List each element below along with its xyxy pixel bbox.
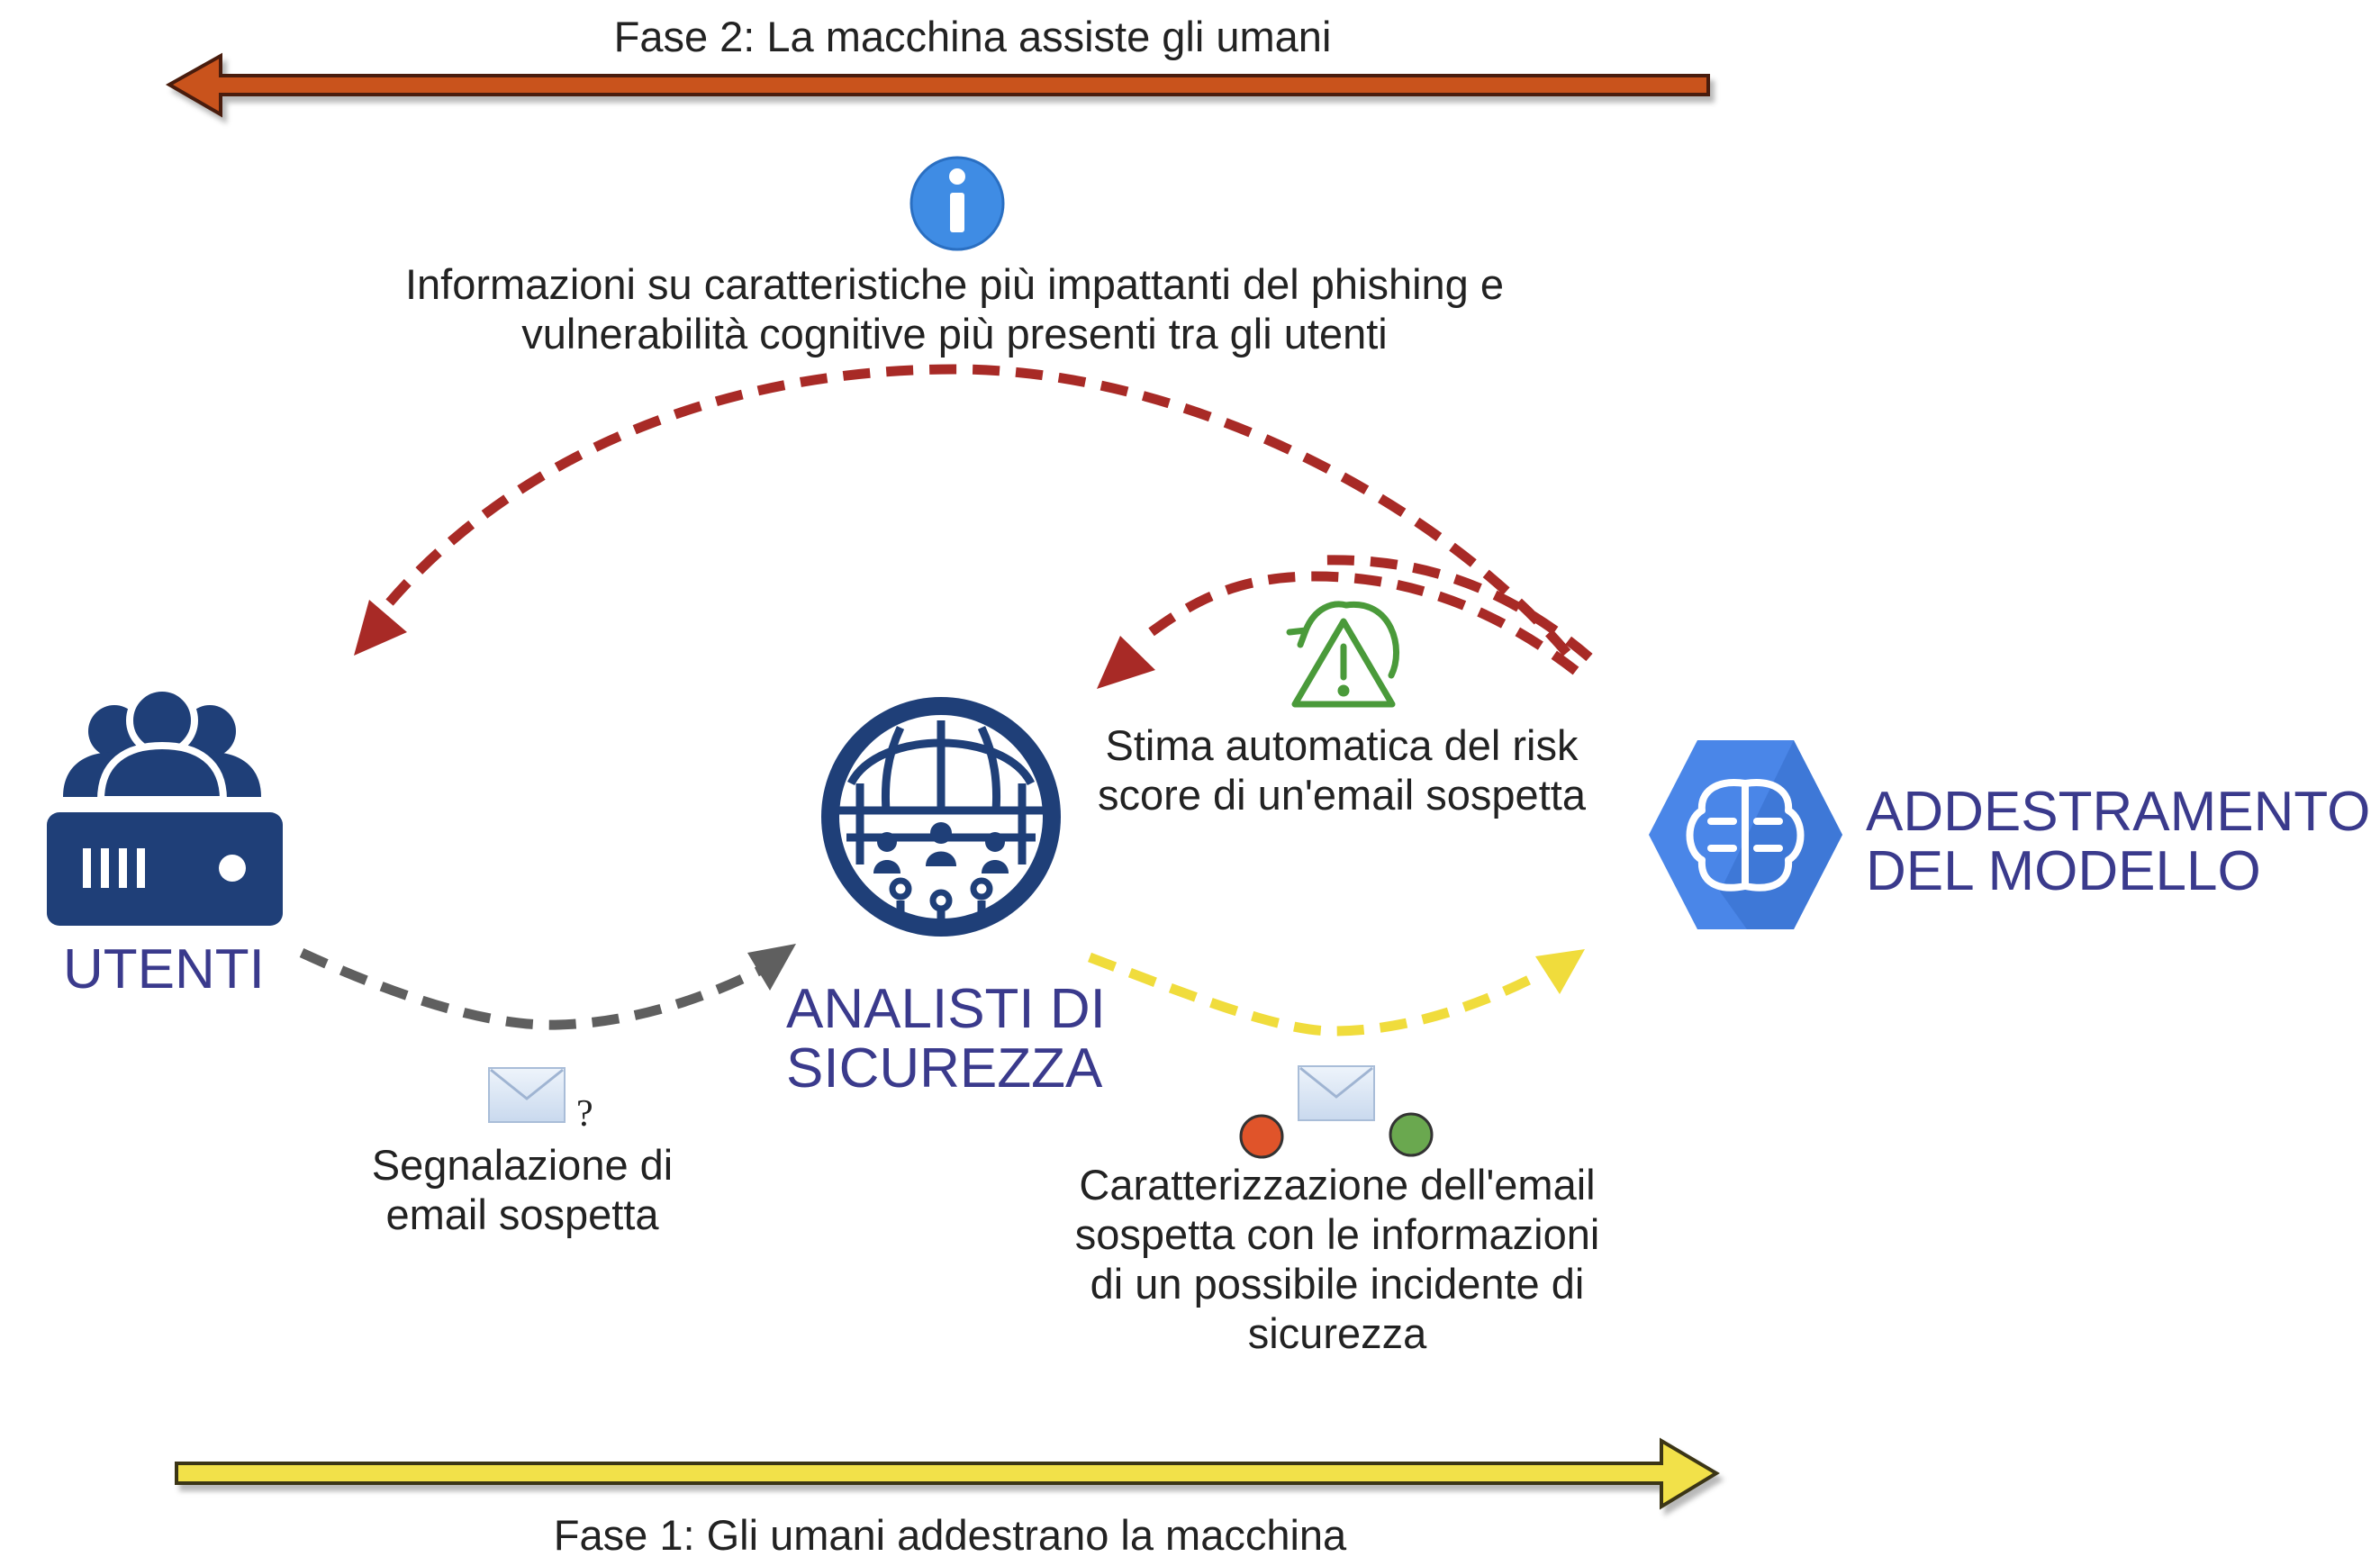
feedback-arrow-to-users bbox=[354, 364, 1571, 656]
envelope-question-icon: ? bbox=[488, 1067, 593, 1135]
phase2-arrow bbox=[165, 52, 1710, 118]
globe-people-icon bbox=[821, 697, 1061, 937]
characterization-text-line4: sicurezza bbox=[1247, 1309, 1427, 1357]
phase1-label: Fase 1: Gli umani addestrano la macchina bbox=[553, 1511, 1347, 1559]
report-arrow bbox=[299, 944, 796, 1030]
info-icon bbox=[909, 156, 1005, 251]
warning-icon bbox=[1286, 601, 1400, 708]
model-title-line2: DEL MODELLO bbox=[1866, 840, 2261, 902]
report-text-line2: email sospetta bbox=[385, 1190, 659, 1238]
model-title-line1: ADDESTRAMENTO bbox=[1866, 781, 2371, 843]
feedback-arrow-to-analysts bbox=[1097, 555, 1593, 689]
characterization-text-line1: Caratterizzazione dell'email bbox=[1079, 1161, 1596, 1208]
characterization-text-line2: sospetta con le informazioni bbox=[1074, 1210, 1600, 1258]
info-text-line2: vulnerabilità cognitive più presenti tra… bbox=[521, 310, 1388, 358]
envelope-status-icon bbox=[1239, 1065, 1434, 1159]
risk-text-line1: Stima automatica del risk bbox=[1105, 721, 1579, 769]
training-arrow bbox=[1088, 949, 1585, 1036]
status-dot-red bbox=[1239, 1114, 1284, 1159]
envelope-question-mark: ? bbox=[576, 1093, 593, 1135]
report-text-line1: Segnalazione di bbox=[371, 1141, 674, 1189]
users-title: UTENTI bbox=[63, 938, 265, 1000]
characterization-text-line3: di un possibile incidente di bbox=[1090, 1260, 1585, 1308]
risk-text-line2: score di un'email sospetta bbox=[1098, 771, 1586, 819]
analysts-title-line1: ANALISTI DI bbox=[786, 978, 1106, 1040]
phase1-arrow bbox=[175, 1437, 1720, 1510]
analysts-title-line2: SICUREZZA bbox=[786, 1037, 1103, 1100]
status-dot-green bbox=[1389, 1112, 1434, 1157]
users-server-icon bbox=[47, 684, 283, 926]
phase2-label: Fase 2: La macchina assiste gli umani bbox=[613, 13, 1332, 60]
info-text-line1: Informazioni su caratteristiche più impa… bbox=[404, 260, 1505, 308]
brain-hexagon-icon bbox=[1649, 740, 1842, 929]
